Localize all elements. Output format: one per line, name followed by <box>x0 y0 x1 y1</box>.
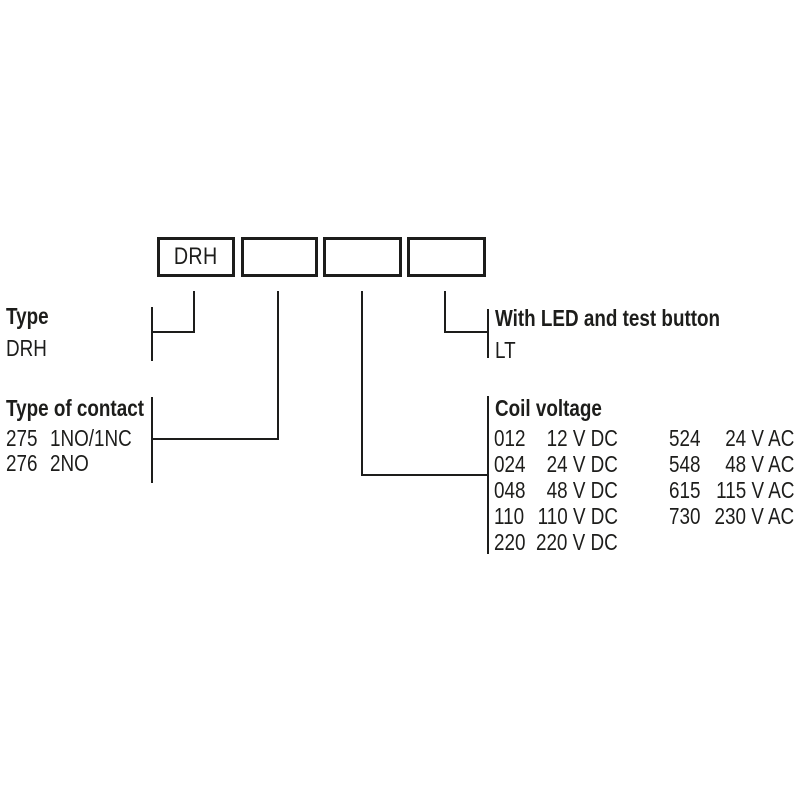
contact-connector-line <box>151 438 279 440</box>
type-connector-line <box>151 331 195 333</box>
type-section-value: DRH <box>6 335 47 361</box>
code-box-type-label: DRH <box>174 243 218 270</box>
led-option-section-value: LT <box>495 337 516 363</box>
coil-ac-row-code: 615 <box>669 477 701 503</box>
coil-voltage-connector-line <box>361 474 489 476</box>
coil-ac-row-value: 48 V AC <box>724 451 794 477</box>
coil-dc-row-value: 12 V DC <box>546 425 618 451</box>
coil-ac-row-code: 548 <box>669 451 701 477</box>
coil-dc-row-value: 110 V DC <box>537 503 618 529</box>
type-section-title: Type <box>6 303 49 329</box>
coil-ac-row-value: 115 V AC <box>715 477 794 503</box>
type-label-bar <box>151 307 153 361</box>
led-option-connector-line <box>444 331 489 333</box>
coil-ac-row-code: 730 <box>669 503 701 529</box>
coil-voltage-drop-line <box>361 291 363 476</box>
code-box-coil-voltage <box>323 237 402 277</box>
led-option-label-bar <box>487 309 489 358</box>
type-drop-line <box>193 291 195 332</box>
contact-section-title: Type of contact <box>6 395 144 421</box>
contact-row-code: 276 <box>6 450 38 476</box>
contact-label-bar <box>151 397 153 483</box>
coil-ac-row-value: 24 V AC <box>724 425 794 451</box>
contact-row-code: 275 <box>6 425 38 451</box>
coil-dc-row-value: 48 V DC <box>546 477 618 503</box>
coil-dc-row-code: 024 <box>494 451 526 477</box>
coil-ac-row-code: 524 <box>669 425 701 451</box>
coil-ac-row-value: 230 V AC <box>714 503 794 529</box>
code-box-type: DRH <box>157 237 235 277</box>
code-box-contact <box>241 237 318 277</box>
led-option-section-title: With LED and test button <box>495 305 721 331</box>
coil-dc-row-code: 110 <box>494 503 525 529</box>
coil-dc-row-code: 048 <box>494 477 526 503</box>
coil-voltage-section-title: Coil voltage <box>495 395 602 421</box>
contact-row-value: 1NO/1NC <box>50 425 132 451</box>
coil-dc-row-code: 012 <box>494 425 526 451</box>
code-box-led-option <box>407 237 486 277</box>
contact-drop-line <box>277 291 279 439</box>
coil-dc-row-value: 24 V DC <box>546 451 618 477</box>
coil-dc-row-code: 220 <box>494 529 526 555</box>
coil-dc-row-value: 220 V DC <box>536 529 618 555</box>
contact-row-value: 2NO <box>50 450 89 476</box>
coil-voltage-label-bar <box>487 396 489 554</box>
led-option-drop-line <box>444 291 446 332</box>
